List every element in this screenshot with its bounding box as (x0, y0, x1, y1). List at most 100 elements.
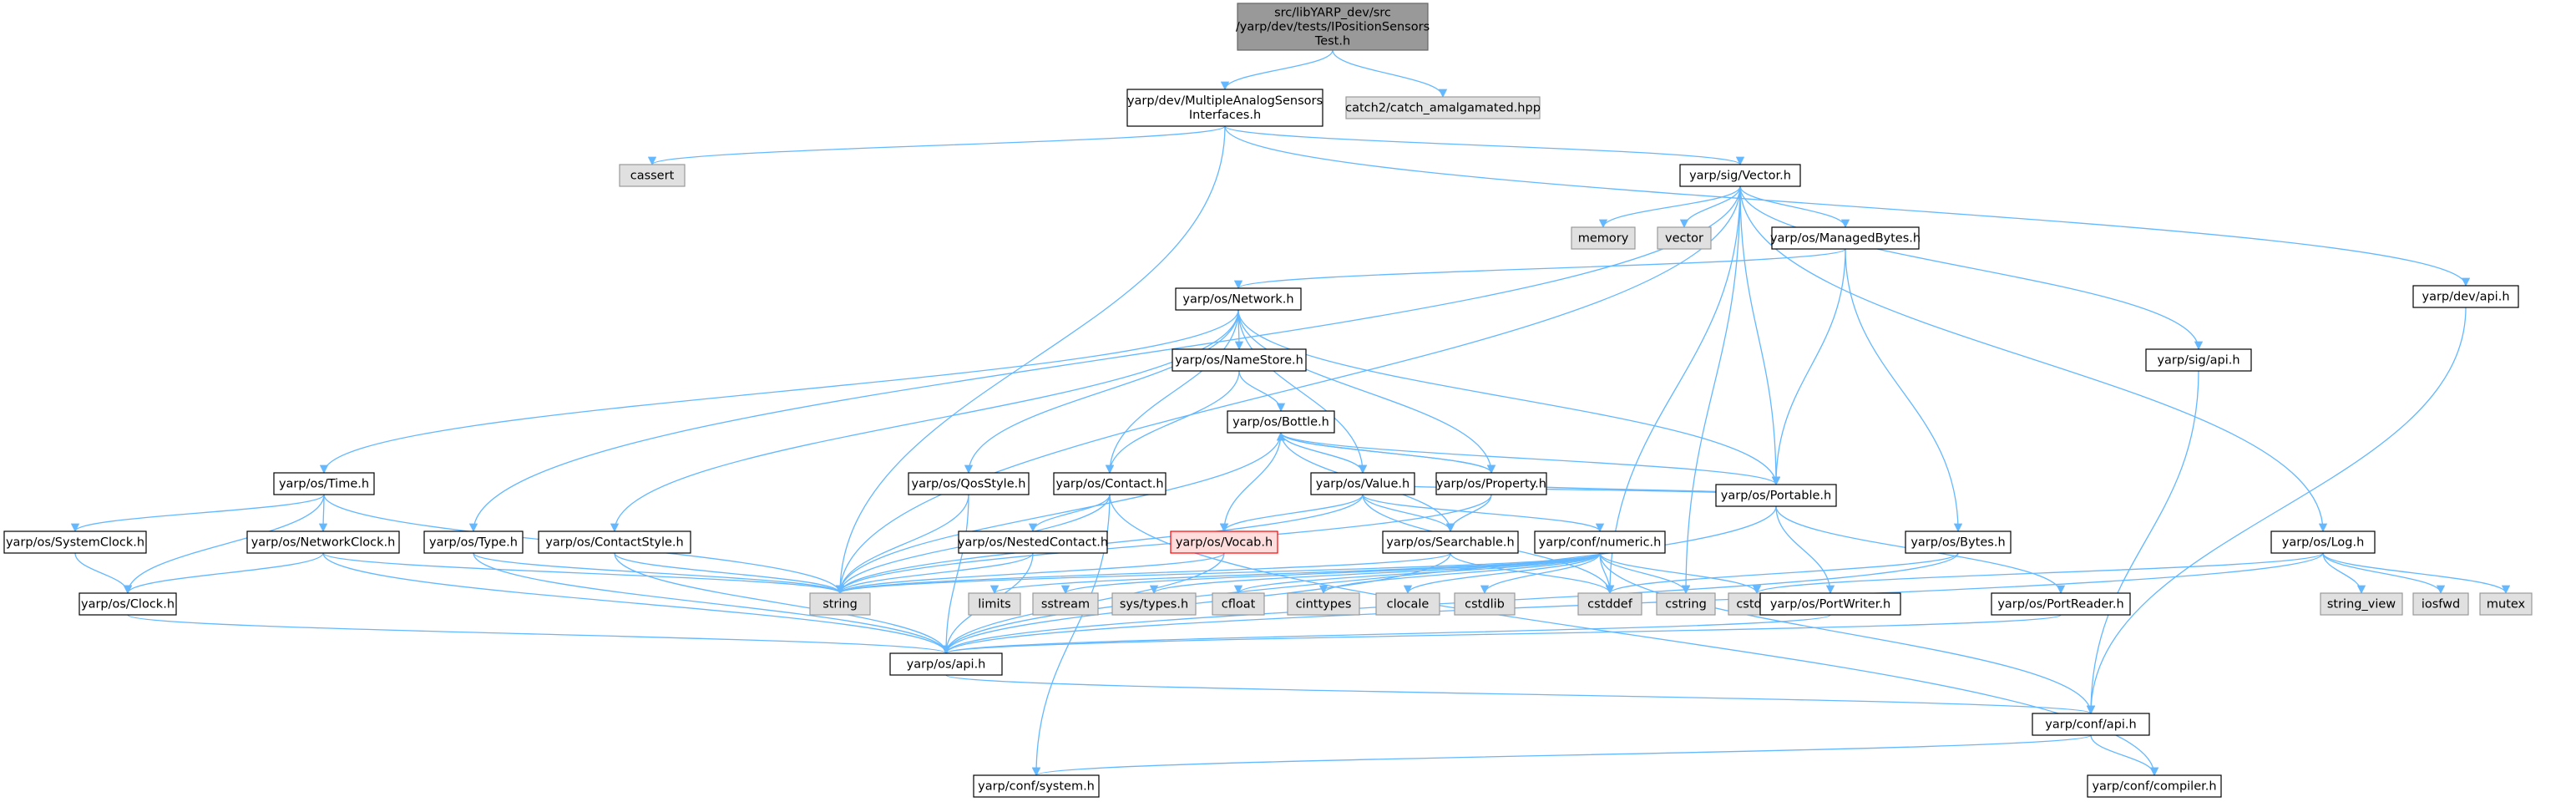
node-value-box (1310, 472, 1415, 495)
edge-portwriter-to-osapi (942, 614, 1831, 655)
node-mutex-box (2479, 592, 2533, 616)
edge-numeric-to-sstream (1061, 552, 1601, 595)
node-clocale: clocale (1375, 592, 1440, 616)
edge-network-to-qosstyle (964, 309, 1239, 475)
edge-nestedcontact-to-string (835, 552, 1034, 595)
node-vocab[interactable]: yarp/os/Vocab.h (1170, 530, 1278, 554)
node-clock[interactable]: yarp/os/Clock.h (78, 592, 177, 616)
node-vector-box (1657, 226, 1712, 250)
edge-bottle-to-vocab (1219, 432, 1282, 533)
edge-network-to-contact (1105, 309, 1239, 475)
node-searchable-box (1382, 530, 1519, 554)
edge-managedbytes-to-portable (1771, 248, 1846, 486)
edge-vector_h-to-vector (1679, 185, 1741, 229)
node-compiler-label: yarp/conf/compiler.h (2092, 780, 2216, 794)
node-portreader[interactable]: yarp/os/PortReader.h (1991, 592, 2131, 616)
node-value[interactable]: yarp/os/Value.h (1310, 472, 1415, 495)
node-masi-box (1126, 89, 1323, 127)
node-cfloat-box (1212, 592, 1265, 616)
edge-namestore-to-contact (1105, 370, 1240, 475)
node-contactstyle[interactable]: yarp/os/ContactStyle.h (538, 530, 691, 554)
node-cinttypes: cinttypes (1287, 592, 1360, 616)
node-numeric[interactable]: yarp/conf/numeric.h (1534, 530, 1666, 554)
node-portwriter[interactable]: yarp/os/PortWriter.h (1759, 592, 1901, 616)
node-string: string (809, 592, 871, 616)
node-bottle[interactable]: yarp/os/Bottle.h (1227, 410, 1335, 434)
node-log-box (2270, 530, 2376, 554)
node-confapi-box (2032, 713, 2150, 736)
node-nestedcontact-label: yarp/os/NestedContact.h (958, 536, 1108, 550)
node-sigapi[interactable]: yarp/sig/api.h (2145, 348, 2252, 372)
node-root[interactable]: src/libYARP_dev/src/yarp/dev/tests/IPosi… (1236, 3, 1430, 51)
node-bytes[interactable]: yarp/os/Bytes.h (1905, 530, 2012, 554)
node-catch2-label: catch2/catch_amalgamated.hpp (1345, 102, 1541, 115)
node-masi[interactable]: yarp/dev/MultipleAnalogSensorsInterfaces… (1126, 89, 1323, 127)
edge-log-to-iosfwd (2322, 552, 2446, 595)
edge-qosstyle-to-string (835, 494, 969, 595)
node-clock-label: yarp/os/Clock.h (81, 598, 175, 612)
node-contact[interactable]: yarp/os/Contact.h (1053, 472, 1167, 495)
node-systemclock[interactable]: yarp/os/SystemClock.h (3, 530, 147, 554)
edge-vector_h-to-cstddef (1605, 185, 1741, 595)
nodes-layer: src/libYARP_dev/src/yarp/dev/tests/IPosi… (3, 3, 2533, 798)
node-string-box (809, 592, 871, 616)
node-network-label: yarp/os/Network.h (1182, 293, 1293, 307)
node-network[interactable]: yarp/os/Network.h (1175, 287, 1302, 311)
edge-network-to-portable (1237, 309, 1781, 486)
node-confapi[interactable]: yarp/conf/api.h (2032, 713, 2150, 736)
node-root-label: /yarp/dev/tests/IPositionSensors (1236, 21, 1430, 34)
node-qosstyle[interactable]: yarp/os/QosStyle.h (908, 472, 1030, 495)
node-contactstyle-box (538, 530, 691, 554)
node-time[interactable]: yarp/os/Time.h (273, 472, 375, 495)
node-type[interactable]: yarp/os/Type.h (423, 530, 524, 554)
edge-numeric-to-cstdlib (1480, 552, 1601, 595)
edge-value-to-searchable (1362, 494, 1455, 533)
edge-namestore-to-bottle (1238, 370, 1286, 413)
node-vector_h[interactable]: yarp/sig/Vector.h (1679, 164, 1801, 187)
edge-clock-to-osapi (127, 614, 950, 655)
node-portable[interactable]: yarp/os/Portable.h (1715, 484, 1837, 507)
node-limits: limits (968, 592, 1021, 616)
edge-osapi-to-confapi (945, 674, 2095, 715)
edge-confapi-to-system (1032, 734, 2092, 777)
node-managedbytes[interactable]: yarp/os/ManagedBytes.h (1770, 226, 1921, 250)
node-time-label: yarp/os/Time.h (279, 478, 369, 491)
node-devapi[interactable]: yarp/dev/api.h (2412, 285, 2519, 308)
node-bottle-box (1227, 410, 1335, 434)
node-searchable[interactable]: yarp/os/Searchable.h (1382, 530, 1519, 554)
edge-bottle-to-string (835, 432, 1282, 595)
node-searchable-label: yarp/os/Searchable.h (1386, 536, 1514, 550)
node-compiler[interactable]: yarp/conf/compiler.h (2087, 774, 2222, 798)
node-contactstyle-label: yarp/os/ContactStyle.h (545, 536, 683, 550)
node-cstring-label: cstring (1665, 598, 1707, 612)
node-cstddef: cstddef (1577, 592, 1642, 616)
node-system[interactable]: yarp/conf/system.h (973, 774, 1100, 798)
node-networkclock[interactable]: yarp/os/NetworkClock.h (246, 530, 400, 554)
edge-network-to-time (319, 309, 1239, 475)
edge-qosstyle-to-osapi (941, 494, 969, 655)
node-type-label: yarp/os/Type.h (429, 536, 518, 550)
node-systypes-box (1111, 592, 1197, 616)
node-log[interactable]: yarp/os/Log.h (2270, 530, 2376, 554)
node-memory-label: memory (1578, 232, 1629, 246)
edge-log-to-cstdint (1753, 552, 2324, 595)
node-cfloat-label: cfloat (1222, 598, 1256, 612)
node-systemclock-box (3, 530, 147, 554)
edge-masi-to-string (835, 125, 1226, 595)
node-nestedcontact[interactable]: yarp/os/NestedContact.h (958, 530, 1108, 554)
node-property[interactable]: yarp/os/Property.h (1435, 472, 1547, 495)
edge-property-to-string (835, 494, 1492, 595)
node-cstdlib: cstdlib (1454, 592, 1516, 616)
node-namestore[interactable]: yarp/os/NameStore.h (1172, 348, 1307, 372)
node-vocab-label: yarp/os/Vocab.h (1176, 536, 1273, 550)
edge-searchable-to-string (836, 552, 1451, 595)
node-portable-box (1715, 484, 1837, 507)
edge-root-to-masi (1220, 49, 1334, 91)
node-limits-box (968, 592, 1021, 616)
node-sstream: sstream (1032, 592, 1099, 616)
edge-numeric-to-systypes (1150, 552, 1601, 595)
edge-confapi-to-compiler (2090, 734, 2159, 777)
edge-systemclock-to-clock (74, 552, 133, 595)
node-osapi[interactable]: yarp/os/api.h (889, 652, 1003, 676)
node-property-label: yarp/os/Property.h (1436, 478, 1546, 491)
